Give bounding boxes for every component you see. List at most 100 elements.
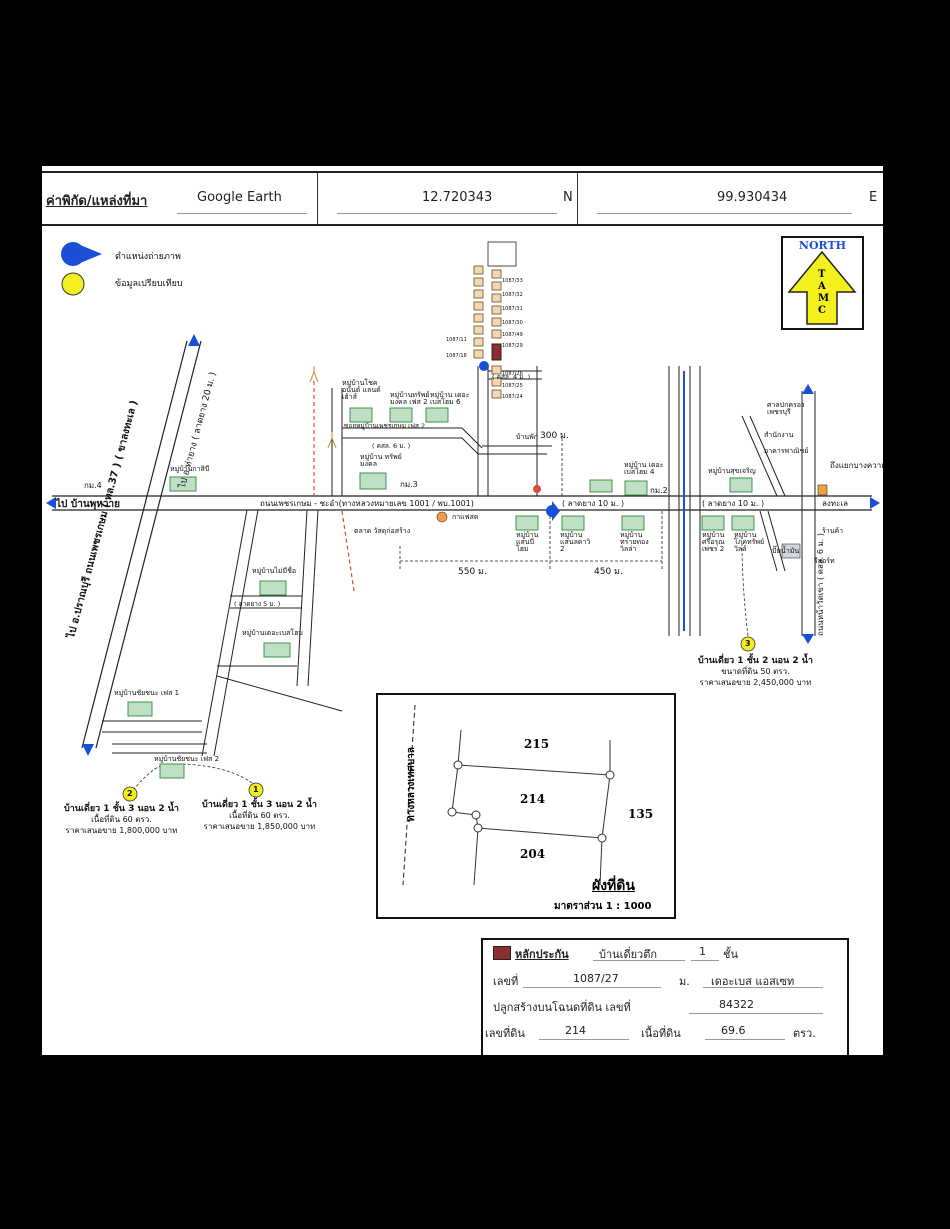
shop-icon	[817, 484, 828, 496]
north-arrow-icon	[787, 250, 857, 325]
resort-label: รีสอร์ท	[814, 557, 835, 565]
right-roads	[668, 366, 816, 636]
arrow-down-icon	[82, 744, 94, 756]
arrow-right-up-icon	[802, 384, 814, 394]
comparable-3-line3: ราคาเสนอขาย 2,450,000 บาท	[699, 677, 812, 687]
house-number: 1087/32	[502, 292, 523, 298]
floors-unit: ชั้น	[723, 948, 738, 961]
comparable-2-line1: บ้านเดี่ยว 1 ชั้น 3 นอน 2 น้ำ	[64, 804, 179, 814]
comparable-number-2: 2	[127, 789, 133, 798]
comparable-1-line3: ราคาเสนอขาย 1,850,000 บาท	[203, 821, 316, 831]
area-unit: ตรว.	[793, 1027, 816, 1040]
source-cell: ค่าพิกัด/แหล่งที่มา Google Earth	[42, 173, 318, 224]
comparable-3-line2: ขนาดที่ดิน 50 ตรว.	[721, 667, 790, 677]
project-name: เดอะเบส แอสเซท	[711, 975, 795, 988]
building-type: บ้านเดี่ยวตึก	[599, 948, 658, 961]
comparable-1-line1: บ้านเดี่ยว 1 ชั้น 3 นอน 2 น้ำ	[202, 800, 317, 810]
parcel-215-label: 215	[524, 737, 550, 751]
collateral-parcel	[491, 343, 502, 361]
north-title: NORTH	[798, 239, 847, 252]
village-mayshouse-label: หมู่บ้านไม่มีชื่อ	[252, 567, 297, 575]
house-no-label: เลขที่	[493, 975, 519, 988]
plan-drawing	[402, 704, 615, 886]
latitude-value: 12.720343	[422, 190, 493, 205]
house-number: 1087/29	[502, 343, 523, 349]
office-label: สำนักงาน	[764, 431, 794, 439]
photo-marker-top-icon	[479, 361, 489, 371]
plan-title: ผังที่ดิน	[592, 878, 635, 894]
gas-label: ปั๊มน้ำมัน	[772, 547, 800, 555]
tower-icons	[309, 366, 337, 449]
km3-label: กม.3	[400, 480, 418, 489]
north-letter-a: A	[818, 281, 826, 292]
latitude-suffix: N	[563, 190, 573, 205]
longitude-cell: 99.930434 E	[577, 173, 883, 224]
collateral-info-box: หลักประกัน บ้านเดี่ยวตึก 1 ชั้น เลขที่ 1…	[481, 938, 849, 1055]
village-petch-label: หมู่บ้านทรัพย์ มงคล เฟส 2	[390, 391, 430, 406]
village-kaoti-label: หมู่บ้านกาสิบี	[170, 465, 210, 473]
house-column	[473, 245, 502, 399]
area-label: เนื้อที่ดิน	[641, 1027, 681, 1040]
village-suwan-label: หมู่บ้าน แสนบีโฮม	[516, 531, 539, 553]
parcel-135-label: 135	[628, 807, 654, 821]
north-letter-t: T	[818, 269, 826, 280]
building-label: อาคารพาณิชย์	[764, 447, 809, 455]
landmark-orange-icon	[436, 511, 448, 523]
village-saensuk2-label: หมู่บ้าน แสนลดาวิ 2	[560, 531, 591, 553]
source-value: Google Earth	[197, 190, 282, 205]
village-charoen-label: หมู่บ้านสุขเจริญ	[708, 467, 756, 475]
comparable-1-line2: เนื้อที่ดิน 60 ตรว.	[229, 811, 290, 821]
house-number: 1087/25	[502, 383, 523, 389]
railway	[741, 415, 786, 572]
photo-position-icon	[61, 242, 102, 266]
road-width-5-label: ( ลาดยาง 5 ม. )	[234, 600, 281, 608]
comparable-caption-1: บ้านเดี่ยว 1 ชั้น 3 นอน 2 น้ำ เนื้อที่ดิ…	[202, 799, 317, 833]
comparable-caption-3: บ้านเดี่ยว 1 ชั้น 2 นอน 2 น้ำ ขนาดที่ดิน…	[698, 655, 813, 689]
comparable-2-line3: ราคาเสนอขาย 1,800,000 บาท	[65, 825, 178, 835]
area-value: 69.6	[721, 1024, 746, 1037]
title-deed-value: 84322	[719, 998, 754, 1011]
road-width-4-label: ( คสล. 4 ม. )	[492, 373, 531, 381]
title-deed-label: ปลูกสร้างบนโฉนดที่ดิน เลขที่	[493, 1001, 631, 1014]
collateral-label: หลักประกัน	[515, 948, 569, 961]
legend-photo-label: ตำแหน่งถ่ายภาพ	[115, 252, 181, 262]
comparable-3-line1: บ้านเดี่ยว 1 ชั้น 2 นอน 2 น้ำ	[698, 656, 813, 666]
village-chonsap-label: หมู่บ้าน โภคทรัพย์ วิลล์	[734, 531, 765, 553]
village-green-label: หมู่บ้าน ศรีอรุณ เพชร 2	[702, 531, 725, 553]
map-sheet: ค่าพิกัด/แหล่งที่มา Google Earth 12.7203…	[42, 166, 883, 1055]
coordinate-header: ค่าพิกัด/แหล่งที่มา Google Earth 12.7203…	[42, 171, 883, 226]
main-road-width-label-2: ( ลาดยาง 10 ม. )	[702, 499, 765, 508]
temple-label: ศาลปกครอง เพชรบุรี	[767, 401, 805, 416]
power-line	[313, 381, 355, 592]
plan-road-label: ทางหลวงเทศบาล	[405, 747, 417, 822]
floors-value: 1	[699, 945, 706, 958]
village-thebase4-label: หมู่บ้าน เดอะเบสโฮม 4	[624, 461, 664, 476]
house-number: 1087/33	[502, 278, 523, 284]
comparable-2-line2: เนื้อที่ดิน 60 ตรว.	[91, 815, 152, 825]
comparable-marker-1	[248, 782, 264, 798]
photo-marker-icon	[546, 501, 560, 521]
house-number: 1087/30	[502, 320, 523, 326]
main-road	[52, 495, 872, 511]
legend-icons	[61, 242, 102, 296]
plan-scale: มาตราส่วน 1 : 1000	[554, 901, 652, 912]
landmark-red-icon	[533, 485, 541, 493]
land-no-value: 214	[565, 1024, 586, 1037]
shop-right-label: ร้านค้า	[822, 527, 844, 535]
latitude-cell: 12.720343 N	[317, 173, 578, 224]
legend-comparable-label: ข้อมูลเปรียบเทียบ	[115, 279, 183, 289]
land-plan-box: ทางหลวงเทศบาล 215 214 204 135 ผังที่ดิน …	[376, 693, 676, 919]
main-road-width-label: ( ลาดยาง 10 ม. )	[562, 499, 625, 508]
gas-icon	[781, 543, 801, 559]
parcel-204-label: 204	[520, 847, 546, 861]
distance-550-label: 550 ม.	[458, 567, 487, 577]
arrow-right-down-icon	[802, 634, 814, 644]
village-chokanan-label: หมู่บ้านโชคอนันต์ แลนด์เฮ้าส์	[342, 379, 381, 401]
road-map	[46, 241, 880, 802]
main-road-label: ถนนเพชรเกษม - ชะอำ(ทางหลวงหมายเลข 1001 /…	[260, 499, 474, 508]
arrow-left-icon	[46, 497, 56, 509]
house-number: 1087/31	[502, 306, 523, 312]
distance-450-label: 450 ม.	[594, 567, 623, 577]
village-icons	[127, 407, 755, 779]
house-number: 1087/49	[502, 332, 523, 338]
